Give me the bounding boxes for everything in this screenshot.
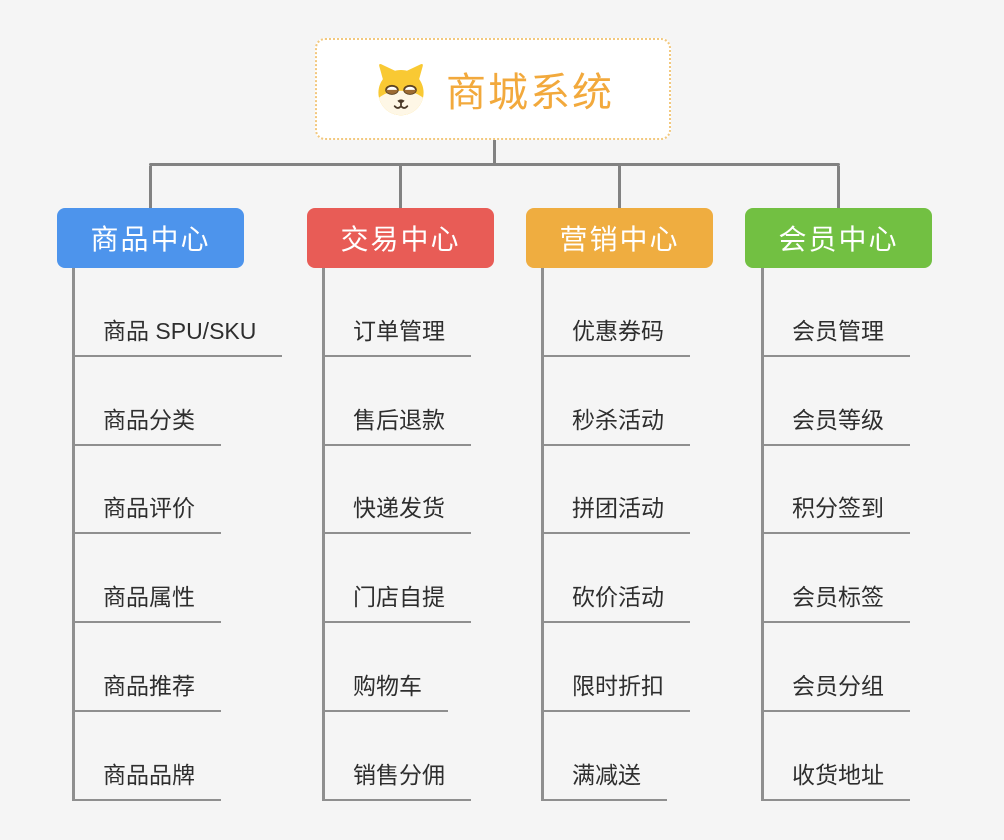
- child-topic[interactable]: 会员标签: [761, 578, 910, 624]
- marketing-center-children: 优惠券码 秒杀活动 拼团活动 砍价活动 限时折扣 满减送: [541, 268, 690, 801]
- child-topic-row: 会员分组: [761, 623, 910, 712]
- child-topic-row: 商品 SPU/SKU: [72, 268, 283, 357]
- child-topic-row: 限时折扣: [541, 623, 690, 712]
- child-topic[interactable]: 会员管理: [761, 312, 910, 357]
- child-topic-row: 积分签到: [761, 446, 910, 535]
- child-topic[interactable]: 会员分组: [761, 667, 910, 712]
- child-topic-row: 商品评价: [72, 446, 282, 535]
- child-topic[interactable]: 满减送: [541, 756, 667, 801]
- child-topic-row: 砍价活动: [541, 534, 690, 624]
- child-topic[interactable]: 门店自提: [322, 578, 471, 624]
- child-topic-row: 销售分佣: [322, 712, 471, 801]
- root-stem-connector: [493, 140, 496, 163]
- child-topic-row: 商品品牌: [72, 712, 282, 801]
- child-topic-row: 秒杀活动: [541, 357, 690, 446]
- child-topic-row: 会员管理: [761, 268, 910, 357]
- child-topic[interactable]: 商品推荐: [72, 667, 221, 712]
- child-topic[interactable]: 收货地址: [761, 756, 910, 801]
- branch-node-trade-center[interactable]: 交易中心: [307, 208, 494, 268]
- column-trunk-connector: [761, 268, 764, 801]
- child-topic[interactable]: 限时折扣: [541, 667, 690, 712]
- child-topic-row: 购物车: [322, 623, 471, 712]
- child-topic[interactable]: 销售分佣: [322, 756, 471, 801]
- branch-node-product-center[interactable]: 商品中心: [57, 208, 244, 268]
- child-topic[interactable]: 商品品牌: [72, 756, 221, 801]
- child-topic-row: 会员标签: [761, 534, 910, 624]
- branch-drop-connector: [149, 166, 152, 208]
- child-topic[interactable]: 秒杀活动: [541, 401, 690, 446]
- child-topic[interactable]: 订单管理: [322, 312, 471, 357]
- child-topic[interactable]: 积分签到: [761, 489, 910, 535]
- column-trunk-connector: [322, 268, 325, 801]
- branch-horizontal-connector: [149, 163, 840, 166]
- child-topic-row: 商品推荐: [72, 623, 282, 712]
- child-topic[interactable]: 砍价活动: [541, 578, 690, 624]
- child-topic[interactable]: 商品属性: [72, 578, 221, 624]
- child-topic-row: 满减送: [541, 712, 690, 801]
- shiba-dog-icon: [378, 64, 424, 116]
- child-topic[interactable]: 商品分类: [72, 401, 221, 446]
- column-trunk-connector: [72, 268, 75, 801]
- root-node-mall-system[interactable]: 商城系统: [315, 38, 671, 140]
- child-topic-row: 收货地址: [761, 712, 910, 801]
- child-topic[interactable]: 购物车: [322, 667, 448, 712]
- child-topic[interactable]: 商品 SPU/SKU: [72, 312, 283, 357]
- branch-node-member-center[interactable]: 会员中心: [745, 208, 932, 268]
- child-topic-row: 优惠券码: [541, 268, 690, 357]
- branch-drop-connector: [618, 166, 621, 208]
- child-topic-row: 拼团活动: [541, 446, 690, 535]
- child-topic[interactable]: 会员等级: [761, 401, 910, 446]
- product-center-children: 商品 SPU/SKU 商品分类 商品评价 商品属性 商品推荐 商品品牌: [72, 268, 283, 801]
- child-topic-row: 会员等级: [761, 357, 910, 446]
- child-topic[interactable]: 商品评价: [72, 489, 221, 535]
- child-topic-row: 门店自提: [322, 534, 471, 624]
- column-trunk-connector: [541, 268, 544, 801]
- child-topic-row: 快递发货: [322, 446, 471, 535]
- member-center-children: 会员管理 会员等级 积分签到 会员标签 会员分组 收货地址: [761, 268, 910, 801]
- child-topic[interactable]: 拼团活动: [541, 489, 690, 535]
- trade-center-children: 订单管理 售后退款 快递发货 门店自提 购物车 销售分佣: [322, 268, 471, 801]
- child-topic-row: 订单管理: [322, 268, 471, 357]
- child-topic-row: 售后退款: [322, 357, 471, 446]
- branch-drop-connector: [399, 166, 402, 208]
- child-topic-row: 商品属性: [72, 534, 282, 624]
- child-topic[interactable]: 售后退款: [322, 401, 471, 446]
- child-topic[interactable]: 快递发货: [322, 489, 471, 535]
- branch-node-marketing-center[interactable]: 营销中心: [526, 208, 713, 268]
- child-topic-row: 商品分类: [72, 357, 282, 446]
- branch-drop-connector: [837, 166, 840, 208]
- child-topic[interactable]: 优惠券码: [541, 312, 690, 357]
- root-node-label: 商城系统: [446, 71, 614, 115]
